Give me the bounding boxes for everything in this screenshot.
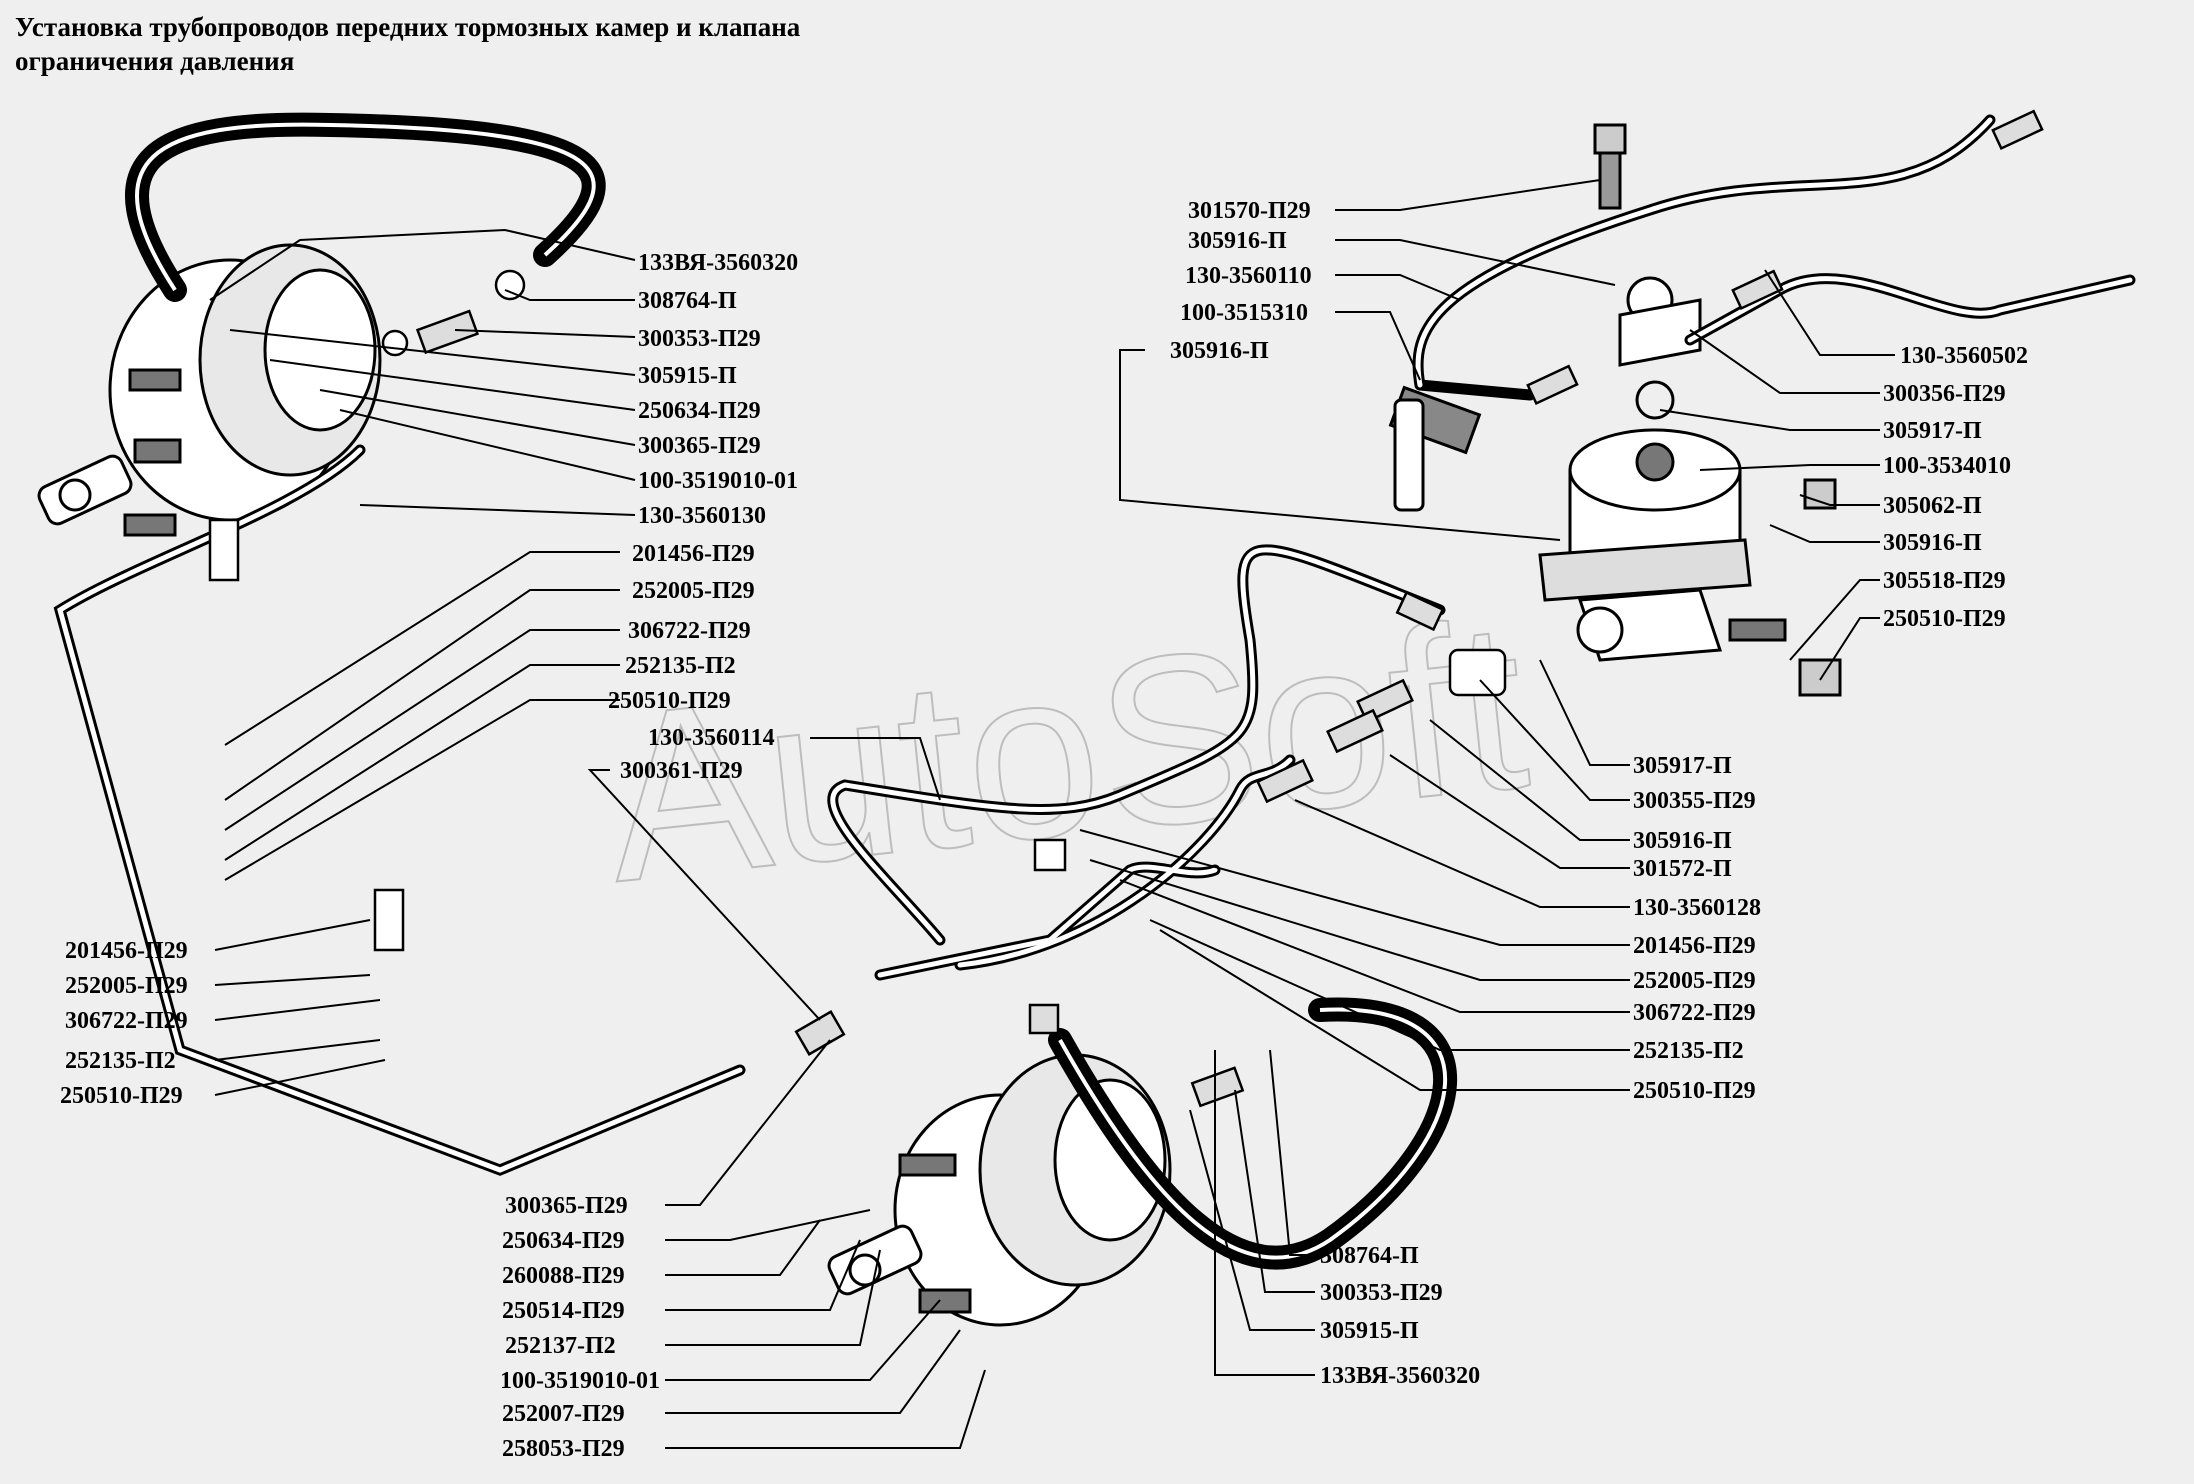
label-300353-bot: 300353-П29 [1320,1280,1443,1306]
brake-chamber-top-left [37,243,382,537]
label-250510-left: 250510-П29 [60,1083,183,1109]
label-250514: 250514-П29 [502,1298,625,1324]
label-260088: 260088-П29 [502,1263,625,1289]
leader-lines [209,179,1895,1449]
label-305518: 305518-П29 [1883,568,2006,594]
label-305915-top: 305915-П [638,363,737,389]
label-305917-c: 305917-П [1633,753,1732,779]
label-252007: 252007-П29 [502,1401,625,1427]
label-300361: 300361-П29 [620,758,743,784]
hose-bottom-highlight [1058,1007,1448,1260]
label-201456-c: 201456-П29 [1633,933,1756,959]
label-250510-r: 250510-П29 [1883,606,2006,632]
pipes-highlight [57,117,2133,1173]
label-305915-bot: 305915-П [1320,1318,1419,1344]
label-305062: 305062-П [1883,493,1982,519]
hose-top-left-highlight [135,122,596,292]
label-301572: 301572-П [1633,856,1732,882]
label-258053: 258053-П29 [502,1436,625,1462]
label-133vya-top: 133ВЯ-3560320 [638,250,798,276]
label-305916-r: 305916-П [1883,530,1982,556]
label-252135-mid: 252135-П2 [625,653,736,679]
label-300355: 300355-П29 [1633,788,1756,814]
fittings [208,109,2044,1108]
label-306722-c: 306722-П29 [1633,1000,1756,1026]
diagram-title: Установка трубопроводов передних тормозн… [15,10,800,78]
title-line-1: Установка трубопроводов передних тормозн… [15,12,801,42]
label-301570: 301570-П29 [1188,198,1311,224]
label-305916-c: 305916-П [1633,828,1732,854]
label-100-3515310: 100-3515310 [1180,300,1308,326]
label-306722-left: 306722-П29 [65,1008,188,1034]
label-250634-bot: 250634-П29 [502,1228,625,1254]
label-130-3560130: 130-3560130 [638,503,766,529]
label-250510-mid: 250510-П29 [608,688,731,714]
label-252005-c: 252005-П29 [1633,968,1756,994]
label-308764-bot: 308764-П [1320,1243,1419,1269]
label-305917-r: 305917-П [1883,418,1982,444]
part-labels: 133ВЯ-3560320 308764-П 300353-П29 305915… [60,198,2028,1462]
label-300365-bot: 300365-П29 [505,1193,628,1219]
label-130-3560502: 130-3560502 [1900,343,2028,369]
label-130-3560128: 130-3560128 [1633,895,1761,921]
label-100-3519010-bot: 100-3519010-01 [500,1368,660,1394]
label-100-3519010-top: 100-3519010-01 [638,468,798,494]
label-250634-top: 250634-П29 [638,398,761,424]
label-201456-mid: 201456-П29 [632,541,755,567]
label-130-3560110: 130-3560110 [1185,263,1312,289]
label-305916-a: 305916-П [1188,228,1287,254]
title-line-2: ограничения давления [15,46,295,76]
label-252005-left: 252005-П29 [65,973,188,999]
label-300353-top: 300353-П29 [638,326,761,352]
brake-chamber-bottom [827,1053,1172,1327]
pressure-valve [1388,123,1842,697]
label-252135-left: 252135-П2 [65,1048,176,1074]
label-252005-mid: 252005-П29 [632,578,755,604]
label-201456-left: 201456-П29 [65,938,188,964]
label-252137: 252137-П2 [505,1333,616,1359]
label-300365-top: 300365-П29 [638,433,761,459]
label-306722-mid: 306722-П29 [628,618,751,644]
label-250510-c: 250510-П29 [1633,1078,1756,1104]
label-130-3560114: 130-3560114 [648,725,775,751]
label-252135-c: 252135-П2 [1633,1038,1744,1064]
label-300356: 300356-П29 [1883,381,2006,407]
label-133vya-bot: 133ВЯ-3560320 [1320,1363,1480,1389]
label-305916-b: 305916-П [1170,338,1269,364]
label-308764-top: 308764-П [638,288,737,314]
label-100-3534010: 100-3534010 [1883,453,2011,479]
